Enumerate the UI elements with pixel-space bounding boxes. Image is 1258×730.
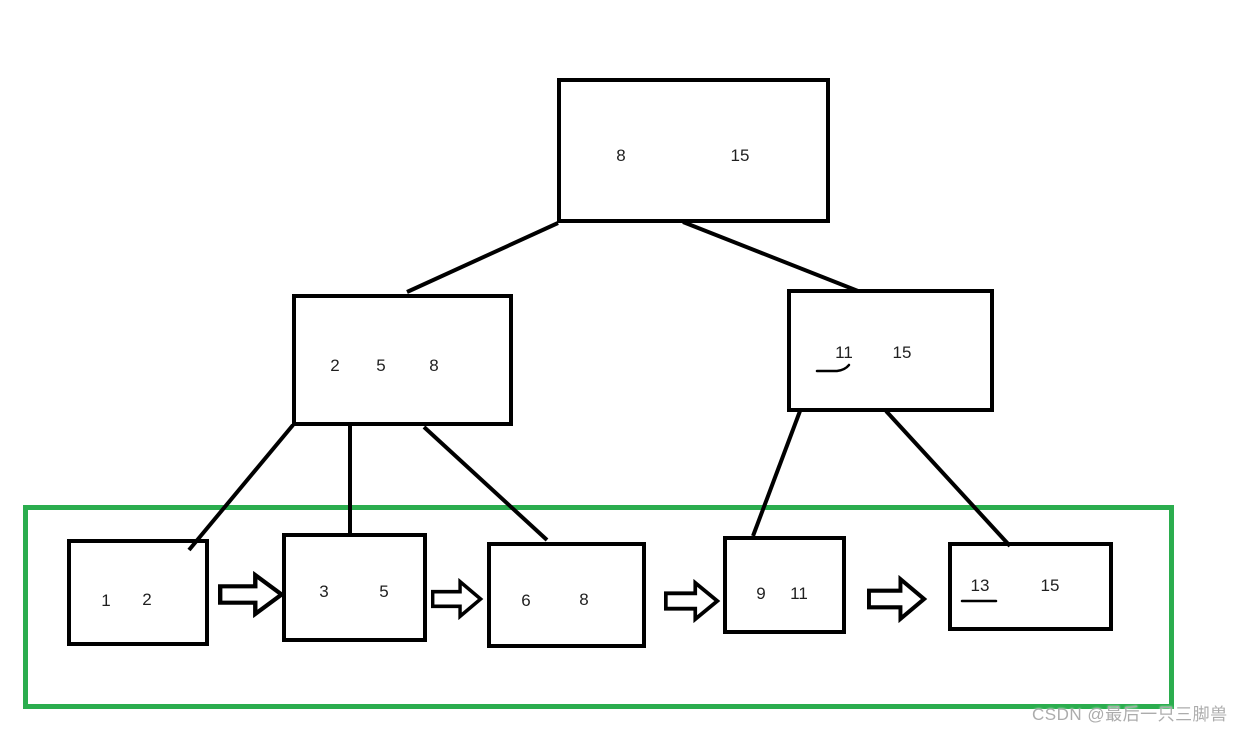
internal-node-right: 11 15 (787, 289, 994, 412)
root-key: 15 (730, 146, 750, 165)
leaf-link-right-arrow-icon (431, 578, 484, 620)
edge-root-to-left-internal (406, 221, 559, 294)
root-node: 8 15 (557, 78, 830, 223)
watermark-text: CSDN @最后一只三脚兽 (1032, 705, 1228, 724)
leaf-link-right-arrow-icon (867, 575, 928, 623)
internal-key: 15 (892, 343, 912, 362)
leaf-node-4: 9 11 (723, 536, 846, 634)
internal-key: 2 (330, 356, 340, 375)
leaf-node-2: 3 5 (282, 533, 427, 642)
internal-key: 11 (835, 343, 853, 362)
leaf-key: 5 (379, 582, 389, 601)
leaf-node-1: 1 2 (67, 539, 209, 646)
leaf-node-3: 6 8 (487, 542, 646, 648)
internal-node-left: 2 5 8 (292, 294, 513, 426)
leaf-link-right-arrow-icon (218, 571, 286, 618)
internal-key: 5 (376, 356, 386, 375)
root-key: 8 (616, 146, 626, 165)
leaf-key: 6 (521, 591, 531, 610)
leaf-key: 2 (142, 590, 152, 609)
leaf-key: 1 (101, 591, 111, 610)
leaf-key: 9 (756, 584, 766, 603)
leaf-key: 3 (319, 582, 329, 601)
leaf-node-5: 13 15 (948, 542, 1113, 631)
leaf-key: 13 (970, 576, 990, 595)
leaf-key: 8 (579, 590, 589, 609)
leaf-key: 11 (790, 584, 808, 603)
leaf-key: 15 (1040, 576, 1060, 595)
leaf-link-right-arrow-icon (664, 579, 721, 623)
leaf-level-highlight-box (23, 505, 1174, 709)
edge-root-to-right-internal (682, 220, 859, 293)
internal-key: 8 (429, 356, 439, 375)
